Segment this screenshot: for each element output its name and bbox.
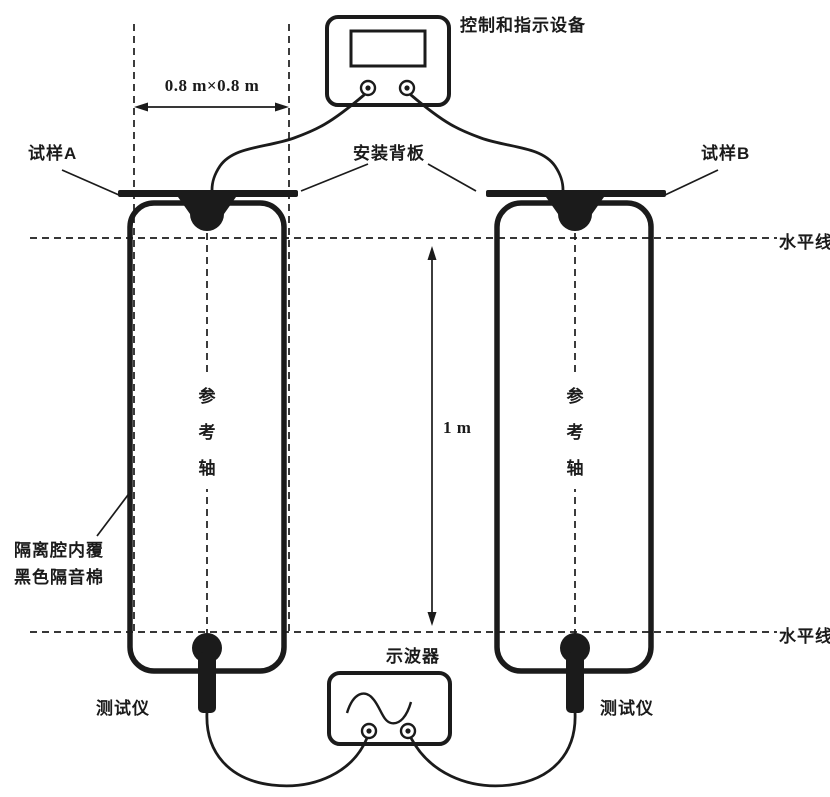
label-oscilloscope: 示波器 <box>386 647 440 666</box>
label-reference-axis-right: 参考轴 <box>563 377 587 489</box>
control-device-screen <box>349 29 427 68</box>
label-plate-dimension: 0.8 m×0.8 m <box>164 76 260 95</box>
oscilloscope-device <box>327 671 452 746</box>
label-mounting-backplate: 安装背板 <box>353 144 425 163</box>
tester-probe-right <box>560 633 590 713</box>
sample-transducer-right <box>546 197 604 231</box>
label-sample-a: 试样A <box>28 144 78 163</box>
cable-left-to-oscilloscope <box>205 710 369 788</box>
transducer-shape-left <box>178 197 236 231</box>
label-tester-right: 测试仪 <box>600 699 654 718</box>
mounting-backplate-left <box>118 190 298 197</box>
signal-cables <box>205 93 577 788</box>
mounting-backplate-right <box>486 190 666 197</box>
label-horizontal-line-top: 水平线 <box>779 233 830 252</box>
label-horizontal-line-bottom: 水平线 <box>779 627 830 646</box>
leader-sample-b <box>664 169 719 196</box>
cable-right-to-oscilloscope <box>409 710 577 788</box>
terminal-pin <box>366 728 372 734</box>
transducer-shape-right <box>546 197 604 231</box>
label-chamber-height: 1 m <box>443 418 472 437</box>
isolation-note-line2: 黑色隔音棉 <box>14 568 104 587</box>
probe-stem-right <box>566 652 584 713</box>
dashed-guides <box>30 24 777 648</box>
leader-isolation-note <box>96 490 132 537</box>
dimension-chamber-height-arrow <box>427 246 437 626</box>
label-reference-axis-left: 参考轴 <box>195 377 219 489</box>
cable-control-to-left <box>210 93 366 192</box>
sine-wave-icon <box>345 692 413 725</box>
arrowhead-top <box>427 246 437 260</box>
arrowhead-right <box>275 102 289 112</box>
dimension-plate-width-arrow <box>134 102 289 112</box>
leader-sample-a <box>61 169 120 196</box>
label-control-device: 控制和指示设备 <box>460 16 586 35</box>
arrowhead-bottom <box>427 612 437 626</box>
leader-lines <box>61 163 719 537</box>
label-isolation-note: 隔离腔内覆 黑色隔音棉 <box>14 537 104 591</box>
arrowhead-left <box>134 102 148 112</box>
backplate-bar-left <box>118 190 298 197</box>
isolation-note-line1: 隔离腔内覆 <box>14 541 104 560</box>
oscilloscope-body <box>327 671 452 746</box>
probe-stem-left <box>198 652 216 713</box>
control-device <box>325 15 451 107</box>
terminal-pin <box>365 85 371 91</box>
terminal-pin <box>405 728 411 734</box>
tester-probe-left <box>192 633 222 713</box>
backplate-bar-right <box>486 190 666 197</box>
leader-backplate-left <box>300 163 369 192</box>
sample-transducer-left <box>178 197 236 231</box>
label-tester-left: 测试仪 <box>96 699 150 718</box>
connection-terminals <box>359 79 417 740</box>
cable-control-to-right <box>409 93 565 192</box>
label-sample-b: 试样B <box>701 144 751 163</box>
terminal-pin <box>404 85 410 91</box>
leader-backplate-right <box>427 163 477 192</box>
